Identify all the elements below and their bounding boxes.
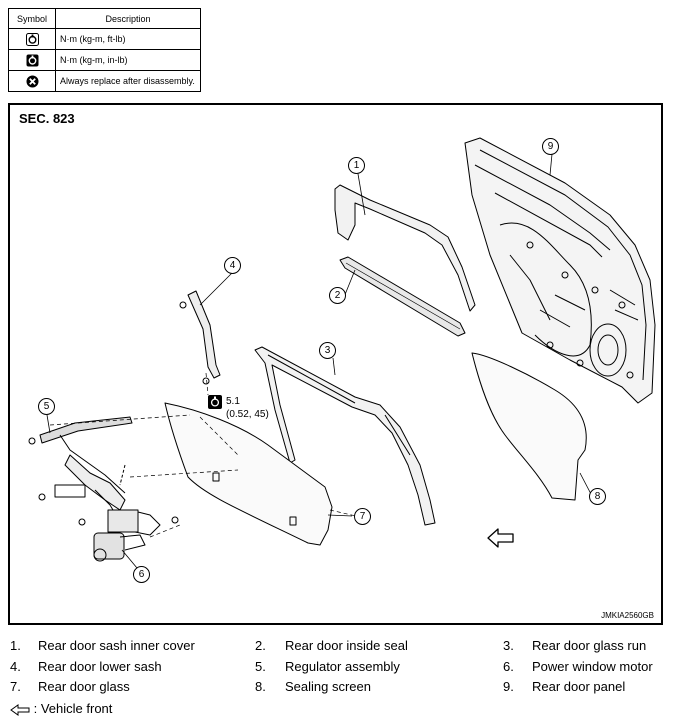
callout-9: 9: [542, 138, 559, 155]
legend-row-text: N·m (kg-m, in-lb): [55, 49, 201, 71]
callout-8: 8: [589, 488, 606, 505]
lower-sash-shape: [187, 290, 221, 379]
part-number: 6.: [503, 658, 514, 674]
callout-2: 2: [329, 287, 346, 304]
door-parts-drawing: [28, 137, 656, 569]
torque-spec: 5.1 (0.52, 45): [226, 395, 269, 421]
part-label: Rear door sash inner cover: [38, 638, 195, 653]
part-number: 4.: [10, 658, 21, 674]
part-number: 8.: [255, 679, 266, 694]
vehicle-front-arrow-icon: [487, 528, 514, 548]
sealing-screen-shape: [471, 352, 587, 501]
vehicle-front-note: : Vehicle front: [10, 701, 112, 716]
part-number: 7.: [10, 679, 21, 694]
callout-4: 4: [224, 257, 241, 274]
replace-x-icon: [26, 75, 38, 87]
exploded-view-figure: SEC. 823: [8, 103, 663, 625]
power-window-motor-shape: [93, 532, 146, 562]
part-number: 9.: [503, 679, 514, 694]
legend-header-symbol: Symbol: [8, 8, 56, 29]
callout-6: 6: [133, 566, 150, 583]
callout-1: 1: [348, 157, 365, 174]
part-number: 3.: [503, 638, 514, 653]
callout-5: 5: [38, 398, 55, 415]
regulator-assembly-shape: [39, 416, 161, 536]
vehicle-front-text: : Vehicle front: [33, 701, 113, 716]
torque-value: 5.1: [226, 396, 240, 407]
figure-id: JMKIA2560GB: [601, 611, 654, 620]
part-label: Rear door lower sash: [38, 658, 162, 674]
torque-wrench-inlb-icon: [26, 54, 38, 66]
legend-row-text: N·m (kg-m, ft-lb): [55, 28, 201, 50]
parts-row: 1. Rear door sash inner cover 2. Rear do…: [10, 638, 670, 659]
part-number: 1.: [10, 638, 21, 653]
vehicle-front-arrow-icon: [10, 703, 30, 716]
part-number: 5.: [255, 658, 266, 674]
part-number: 2.: [255, 638, 266, 653]
rear-door-panel-shape: [464, 137, 656, 404]
inside-seal-shape: [339, 256, 466, 337]
parts-row: 4. Rear door lower sash 5. Regulator ass…: [10, 659, 670, 680]
section-label: SEC. 823: [19, 111, 75, 126]
part-label: Regulator assembly: [285, 658, 400, 674]
callout-7: 7: [354, 508, 371, 525]
sash-inner-cover-shape: [334, 184, 476, 312]
part-label: Rear door glass: [38, 679, 130, 694]
torque-wrench-inlb-icon: [208, 395, 222, 409]
part-label: Rear door inside seal: [285, 638, 408, 653]
part-label: Power window motor: [532, 658, 653, 674]
symbol-legend: Symbol Description N·m (kg-m, ft-lb) N·m…: [8, 8, 201, 92]
part-label: Rear door panel: [532, 679, 626, 694]
parts-list: 1. Rear door sash inner cover 2. Rear do…: [10, 638, 670, 700]
torque-detail: (0.52, 45): [226, 409, 269, 420]
legend-row-text: Always replace after disassembly.: [55, 70, 201, 92]
callout-3: 3: [319, 342, 336, 359]
torque-wrench-nm-icon: [25, 32, 39, 46]
parts-row: 7. Rear door glass 8. Sealing screen 9. …: [10, 679, 670, 700]
part-label: Rear door glass run: [532, 638, 647, 653]
part-label: Sealing screen: [285, 679, 371, 694]
door-glass-shape: [164, 402, 333, 546]
legend-header-description: Description: [55, 8, 201, 29]
